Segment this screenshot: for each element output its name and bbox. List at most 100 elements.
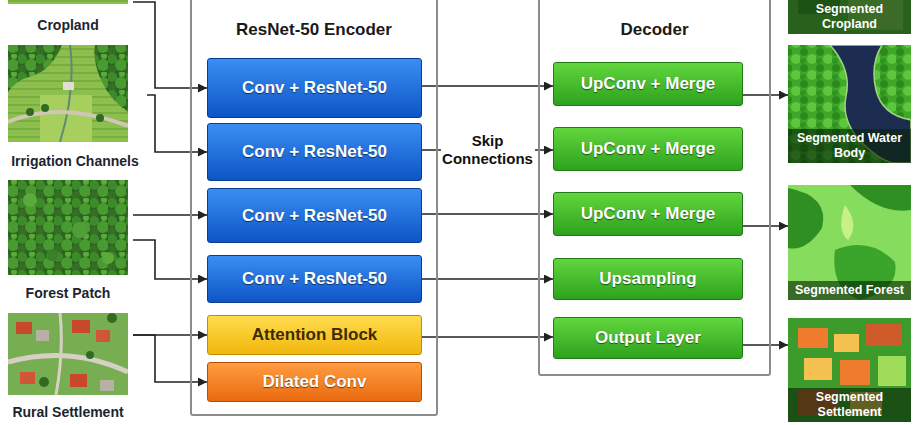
forest-photo <box>72 222 88 238</box>
node-label: Cropland <box>37 17 98 34</box>
segmented-settlement-photo <box>788 318 911 422</box>
segmented-cropland-photo <box>788 0 911 34</box>
forest-photo <box>102 252 114 264</box>
node-label: Upsampling <box>599 269 696 289</box>
node-label: UpConv + Merge <box>581 139 716 159</box>
settlement-photo <box>39 377 49 387</box>
irrigation-photo <box>96 114 104 122</box>
segmented-settlement-photo <box>788 318 911 422</box>
conv-block: Conv + ResNet-50 <box>207 123 422 181</box>
node-label: Attention Block <box>252 325 378 345</box>
irrigation-photo <box>8 112 128 126</box>
forest-photo <box>46 249 58 261</box>
decoder-block: UpConv + Merge <box>553 62 743 106</box>
decoder-block: Upsampling <box>553 258 743 300</box>
segmented-settlement-photo <box>866 324 902 346</box>
irrigation-photo <box>8 45 62 92</box>
node-label: Dilated Conv <box>263 372 367 392</box>
settlement-photo <box>20 372 35 384</box>
attention-block: Attention Block <box>207 315 422 355</box>
dilated-conv-block: Dilated Conv <box>207 362 422 402</box>
segmentation-output: Segmented Forest <box>788 185 911 300</box>
segmentation-output: Segmented Cropland <box>788 0 911 34</box>
node-label: Forest Patch <box>26 285 111 302</box>
input-image: Rural Settlement <box>3 313 133 421</box>
input-image: Cropland <box>3 0 133 34</box>
node-label: UpConv + Merge <box>581 204 716 224</box>
irrigation-photo <box>94 45 128 112</box>
settlement-photo <box>8 313 128 395</box>
settlement-photo <box>107 313 117 323</box>
node-label: Conv + ResNet-50 <box>242 78 387 98</box>
forest-photo <box>8 180 128 275</box>
segmented-forest-photo <box>788 188 823 249</box>
node-label: Decoder <box>540 20 769 40</box>
network-block: DecoderUpConv + MergeUpConv + MergeUpCon… <box>538 0 771 376</box>
segmented-settlement-photo <box>878 356 906 386</box>
input-image: Irrigation Channels <box>3 45 147 170</box>
node-label: Rural Settlement <box>12 404 123 421</box>
node-label: Segmented Cropland <box>788 0 911 34</box>
irrigation-photo <box>63 82 74 90</box>
connector-arrow <box>422 85 553 87</box>
irrigation-photo <box>8 45 128 142</box>
settlement-photo <box>16 322 32 334</box>
irrigation-photo <box>8 45 128 142</box>
connector-group <box>133 2 788 382</box>
settlement-photo <box>96 330 110 342</box>
connector-arrow <box>133 240 207 279</box>
connector-arrow <box>743 225 788 227</box>
segmentation-output: Segmented Water Body <box>788 45 911 163</box>
segmented-forest-photo <box>788 185 911 300</box>
segmented-forest-photo <box>841 205 853 240</box>
decoder-block: Output Layer <box>553 317 743 359</box>
node-label: UpConv + Merge <box>581 74 716 94</box>
node-label: Segmented Settlement <box>788 388 911 422</box>
settlement-photo <box>36 330 49 341</box>
input-image: Forest Patch <box>3 180 133 302</box>
node-label: Segmented Forest <box>788 281 911 300</box>
connector-arrow <box>422 213 553 215</box>
connector-arrow <box>422 336 553 338</box>
segmented-settlement-photo <box>834 334 859 352</box>
network-block: ResNet-50 EncoderConv + ResNet-50Conv + … <box>190 0 438 416</box>
segmented-settlement-photo <box>804 358 832 380</box>
connector-arrow <box>743 344 788 346</box>
segmented-settlement-photo <box>798 328 828 348</box>
cropland-photo <box>8 0 128 4</box>
irrigation-photo <box>41 104 49 112</box>
segmented-water-photo <box>788 45 911 163</box>
settlement-photo <box>72 320 90 333</box>
node-label: Conv + ResNet-50 <box>242 269 387 289</box>
conv-block: Conv + ResNet-50 <box>207 58 422 118</box>
cropland-photo <box>8 0 128 4</box>
node-label: Conv + ResNet-50 <box>242 206 387 226</box>
irrigation-photo <box>60 45 72 142</box>
connector-arrow <box>147 95 207 152</box>
decoder-block: UpConv + Merge <box>553 127 743 171</box>
decoder-block: UpConv + Merge <box>553 192 743 236</box>
connector-arrow <box>743 94 788 96</box>
node-label: Segmented Water Body <box>788 129 911 163</box>
settlement-photo <box>70 374 87 387</box>
connector-arrow <box>133 335 207 382</box>
node-label: Conv + ResNet-50 <box>242 142 387 162</box>
node-label: Irrigation Channels <box>11 153 139 170</box>
conv-block: Conv + ResNet-50 <box>207 188 422 243</box>
settlement-photo <box>100 380 114 391</box>
settlement-photo <box>56 313 61 395</box>
connector-arrow <box>422 278 553 280</box>
edge-label: Skip Connections <box>441 131 535 169</box>
conv-block: Conv + ResNet-50 <box>207 255 422 303</box>
segmented-forest-photo <box>850 185 911 211</box>
settlement-photo <box>8 355 128 372</box>
irrigation-photo <box>26 108 34 116</box>
settlement-photo <box>8 313 128 395</box>
settlement-photo <box>86 351 94 359</box>
segmented-settlement-photo <box>840 360 870 385</box>
node-label: Output Layer <box>595 328 701 348</box>
segmented-cropland-photo <box>788 0 911 34</box>
segmentation-output: Segmented Settlement <box>788 318 911 422</box>
